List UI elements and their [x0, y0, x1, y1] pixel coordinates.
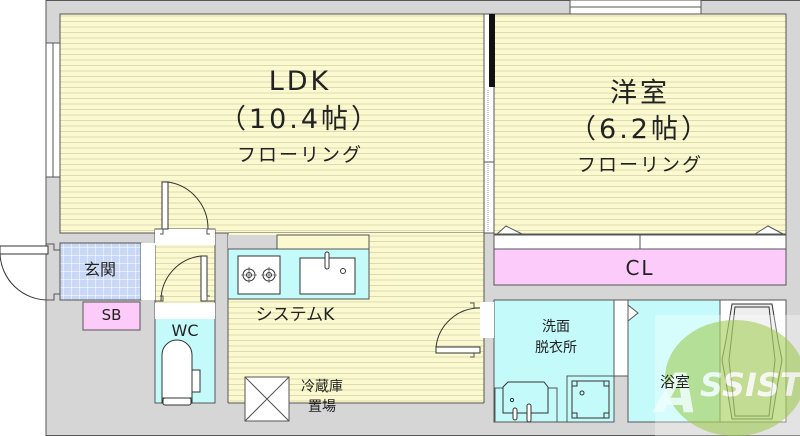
room-washroom [435, 299, 615, 423]
fridge-space [244, 376, 290, 422]
room-entrance [0, 242, 155, 301]
room-size-western: （6.2帖） [569, 114, 711, 145]
room-floor-western: フローリング [576, 154, 703, 176]
partition-sliding-door [483, 13, 495, 234]
room-western [493, 13, 787, 235]
room-label-washroom: 洗面 [542, 319, 570, 335]
room-size-ldk: （10.4帖） [218, 104, 382, 135]
svg-text:A: A [652, 362, 698, 425]
room-label-fridge-2: 置場 [308, 399, 336, 415]
room-label-western: 洋室 [610, 78, 670, 109]
room-floor-ldk: フローリング [236, 144, 363, 166]
room-label-entrance: 玄関 [83, 260, 116, 279]
svg-text:SSIST: SSIST [700, 366, 800, 404]
room-label-shoebox: SB [101, 306, 122, 324]
room-label-fridge: 冷蔵庫 [301, 379, 343, 395]
room-wc [154, 255, 216, 406]
closet [493, 225, 787, 286]
watermark-logo: A SSIST [652, 315, 800, 436]
shoebox [82, 301, 141, 331]
window-left [45, 42, 61, 178]
room-label-closet: CL [625, 256, 655, 280]
room-label-kitchen: システムK [255, 305, 335, 325]
kitchen [227, 234, 370, 300]
room-label-ldk: LDK [268, 66, 332, 97]
room-label-washroom-2: 脱衣所 [535, 340, 577, 356]
window-top [569, 0, 702, 15]
room-label-bathroom: 浴室 [659, 373, 690, 391]
room-label-wc: WC [171, 321, 199, 340]
